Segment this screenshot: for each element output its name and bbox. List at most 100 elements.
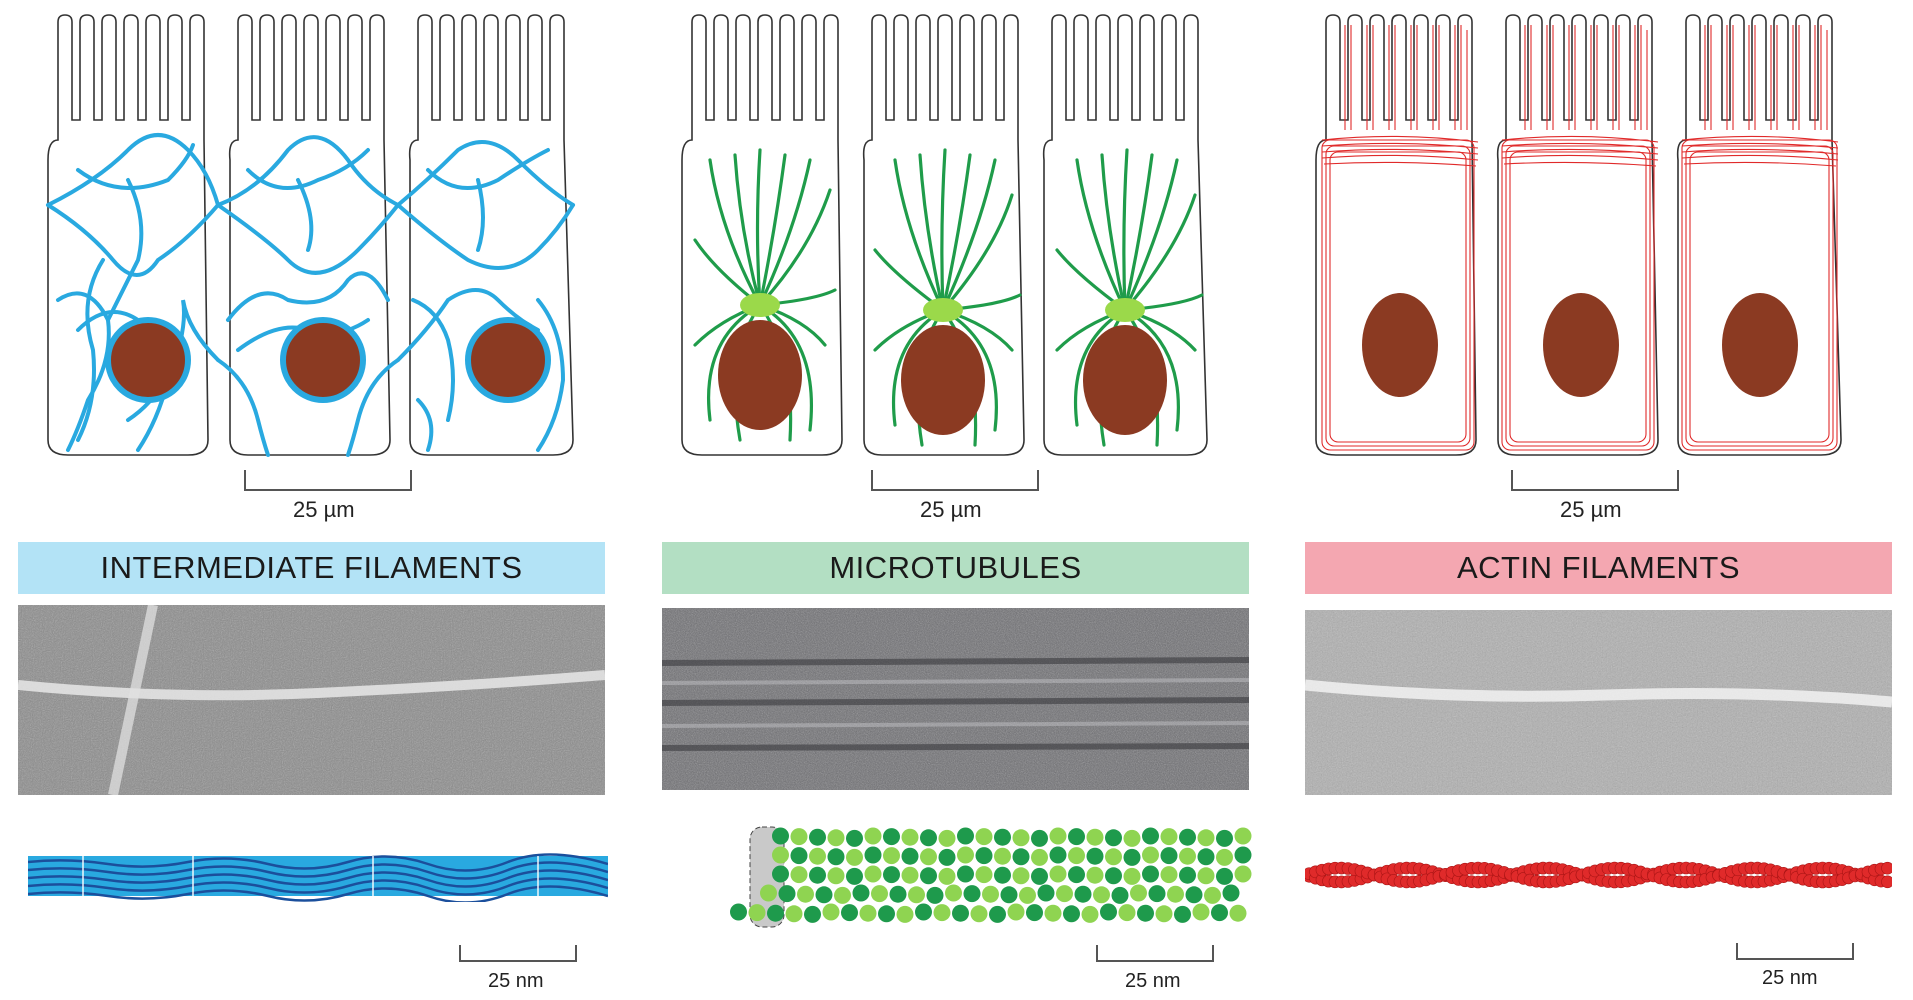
tubulin-subunit <box>852 884 870 902</box>
tubulin-subunit <box>970 905 988 923</box>
tubulin-subunit <box>809 847 826 865</box>
tubulin-subunit <box>1197 829 1215 847</box>
tubulin-subunit <box>772 827 789 845</box>
tubulin-subunit <box>1137 904 1154 922</box>
tubulin-subunit <box>920 829 937 847</box>
microtubule-arrays <box>693 148 1204 447</box>
model-scale-bar <box>458 945 578 967</box>
tubulin-subunit <box>1063 905 1080 923</box>
panel-intermediate-filaments: 25 µm INTERMEDIATE FILAMENTS 25 nm <box>18 0 618 1000</box>
tubulin-subunit <box>1160 828 1178 846</box>
tubulin-subunit <box>938 848 956 866</box>
tubulin-subunit <box>926 886 944 904</box>
tubulin-subunit <box>1049 827 1067 845</box>
intermediate-filament-model <box>28 853 608 902</box>
nucleus <box>1362 293 1438 397</box>
panel-microtubules: 25 µm MICROTUBULES 25 nm <box>660 0 1260 1000</box>
tubulin-subunit <box>1049 846 1067 864</box>
nuclei <box>718 320 1167 435</box>
tubulin-subunit <box>1031 867 1048 885</box>
tubulin-subunit <box>938 829 956 847</box>
nucleus <box>718 320 802 430</box>
tubulin-subunit <box>1012 848 1030 866</box>
tubulin-subunit <box>804 905 821 923</box>
electron-micrograph-intermediate-filament <box>18 605 605 795</box>
tubulin-subunit <box>1204 886 1221 904</box>
tubulin-subunit <box>1142 846 1159 864</box>
tubulin-subunit <box>1111 886 1129 904</box>
tubulin-subunit <box>841 904 858 922</box>
cell-scale-bar <box>870 470 1040 498</box>
tubulin-subunit <box>1234 846 1252 864</box>
model-scale-bar <box>1095 945 1215 967</box>
tubulin-subunit <box>878 905 895 923</box>
tubulin-subunit <box>790 866 808 884</box>
tubulin-subunit <box>785 905 803 923</box>
tubulin-subunit <box>952 904 969 922</box>
tubulin-subunit <box>896 905 914 923</box>
tubulin-subunit <box>846 867 863 885</box>
tubulin-subunit <box>1192 903 1210 921</box>
tubulin-subunit <box>778 885 796 903</box>
tubulin-subunit <box>1081 905 1099 923</box>
tubulin-subunit <box>767 904 784 922</box>
tubulin-subunit <box>1185 886 1203 904</box>
tubulin-subunit <box>1174 905 1191 923</box>
tubulin-subunit <box>1160 866 1178 884</box>
tubulin-subunit <box>1179 866 1196 884</box>
tubulin-subunit <box>957 827 974 845</box>
tubulin-subunit <box>989 905 1006 923</box>
electron-micrograph-actin-filament <box>1305 610 1892 795</box>
tubulin-subunit <box>790 828 808 846</box>
tubulin-subunit <box>901 828 919 846</box>
tubulin-subunit <box>1179 847 1196 865</box>
tubulin-subunit <box>859 904 877 922</box>
model-scale-label: 25 nm <box>1125 970 1181 992</box>
tubulin-subunit <box>957 865 974 883</box>
tubulin-subunit <box>1031 829 1048 847</box>
tubulin-subunit <box>1105 829 1122 847</box>
tubulin-subunit <box>827 829 845 847</box>
tubulin-subunit <box>915 903 932 921</box>
tubulin-subunit <box>889 885 907 903</box>
tubulin-subunit <box>1037 884 1055 902</box>
nucleus <box>901 325 985 435</box>
tubulin-subunit <box>827 867 845 885</box>
tubulin-subunit <box>809 866 826 884</box>
tubulin-subunit <box>1031 848 1048 866</box>
model-scale-label: 25 nm <box>1762 967 1818 989</box>
actin-filament-model <box>1305 861 1892 889</box>
model-scale-bar <box>1735 943 1855 965</box>
tubulin-subunit <box>864 827 882 845</box>
centrosomes <box>740 293 1145 322</box>
tubulin-subunit <box>982 885 999 903</box>
tubulin-subunit <box>994 847 1011 865</box>
tubulin-subunit <box>883 828 900 846</box>
tubulin-subunit <box>1068 866 1085 884</box>
tubulin-subunit <box>790 847 808 865</box>
electron-micrograph-microtubule <box>662 608 1249 790</box>
tubulin-subunit <box>994 828 1011 846</box>
cell-scale-bar <box>1510 470 1680 498</box>
tubulin-subunit <box>772 865 789 883</box>
tubulin-subunit <box>1142 865 1159 883</box>
cell-scale-label: 25 µm <box>920 497 982 522</box>
tubulin-subunit <box>1056 885 1073 903</box>
tubulin-subunit <box>920 867 937 885</box>
nucleus <box>1083 325 1167 435</box>
nucleus <box>105 317 191 403</box>
epithelial-cells-microtubules <box>681 14 1208 456</box>
tubulin-subunit <box>901 847 919 865</box>
tubulin-subunit <box>1100 903 1117 921</box>
tubulin-subunit <box>871 885 888 903</box>
epithelial-cells-intermediate-filaments <box>46 14 575 457</box>
tubulin-subunit <box>1086 828 1104 846</box>
tubulin-subunit <box>945 884 962 902</box>
panel-title: INTERMEDIATE FILAMENTS <box>18 542 605 594</box>
tubulin-subunit <box>1105 848 1122 866</box>
tubulin-subunit <box>1130 884 1147 902</box>
tubulin-subunit <box>822 903 840 921</box>
nucleus <box>280 317 366 403</box>
tubulin-subunit <box>1026 904 1043 922</box>
nucleus <box>465 317 551 403</box>
